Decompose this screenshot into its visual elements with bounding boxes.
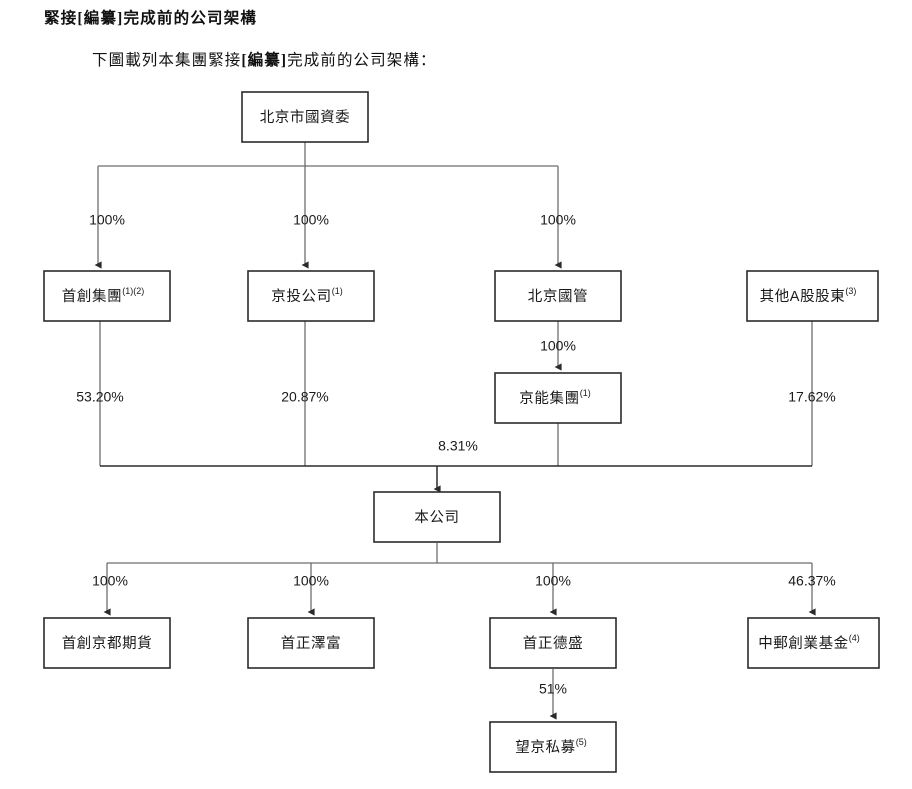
intro-paragraph: 下圖載列本集團緊接[編纂]完成前的公司架構： <box>92 48 437 70</box>
node-zefu[interactable]: 首正澤富 <box>247 617 375 669</box>
node-box[interactable] <box>494 270 622 322</box>
node-box[interactable] <box>489 617 617 669</box>
node-box[interactable] <box>489 721 617 773</box>
pct-company-desheng: 100% <box>535 573 571 589</box>
pct-desheng-wangjing: 51% <box>539 681 567 697</box>
connector-layer <box>94 142 816 720</box>
node-bjguoguan-label: 北京國管 <box>528 288 588 305</box>
node-box[interactable] <box>43 270 171 322</box>
pct-jingtou-company: 20.87% <box>281 389 328 405</box>
pct-sasac-jingtou: 100% <box>293 212 329 228</box>
node-desheng-label: 首正德盛 <box>523 635 583 652</box>
pct-bjguoguan-jingneng: 100% <box>540 338 576 354</box>
pct-otherA-company: 17.62% <box>788 389 835 405</box>
node-sasac-label: 北京市國資委 <box>260 109 351 126</box>
node-box[interactable] <box>746 270 879 322</box>
node-jingtou-label: 京投公司(1) <box>271 286 342 304</box>
node-other-a-shareholders[interactable]: 其他A股股東(3) <box>746 270 879 322</box>
pct-jingneng-company: 8.31% <box>438 438 478 454</box>
node-jingdu-futures[interactable]: 首創京都期貨 <box>43 617 171 669</box>
node-desheng[interactable]: 首正德盛 <box>489 617 617 669</box>
node-wangjing-fund-label: 望京私募(5) <box>515 737 586 755</box>
node-box[interactable] <box>43 617 171 669</box>
pct-sasac-shouchuang: 100% <box>89 212 125 228</box>
pct-shouchuang-company: 53.20% <box>76 389 123 405</box>
node-zhongyou-fund[interactable]: 中郵創業基金(4) <box>747 617 880 669</box>
node-box[interactable] <box>494 372 622 424</box>
node-company-label: 本公司 <box>414 509 459 526</box>
node-jingneng-label: 京能集團(1) <box>519 388 590 406</box>
node-bjguoguan[interactable]: 北京國管 <box>494 270 622 322</box>
intro-bold-term: [編纂] <box>241 52 288 69</box>
node-box[interactable] <box>747 617 880 669</box>
node-zhongyou-fund-label: 中郵創業基金(4) <box>758 633 860 651</box>
node-box[interactable] <box>373 491 501 543</box>
pct-company-zefu: 100% <box>293 573 329 589</box>
pct-company-zhongyou: 46.37% <box>788 573 835 589</box>
node-zefu-label: 首正澤富 <box>281 634 341 652</box>
intro-before: 下圖載列本集團緊接 <box>92 52 242 69</box>
pct-sasac-bjguoguan: 100% <box>540 212 576 228</box>
node-jingneng[interactable]: 京能集團(1) <box>494 372 622 424</box>
node-sasac[interactable]: 北京市國資委 <box>241 91 369 143</box>
node-box[interactable] <box>247 617 375 669</box>
node-box[interactable] <box>241 91 369 143</box>
node-shouchuang-label: 首創集團(1)(2) <box>62 286 144 304</box>
node-layer: 北京市國資委 首創集團(1)(2) 京投公司(1) 北京國管 其他A股股東(3)… <box>43 91 880 773</box>
node-other-a-shareholders-label: 其他A股股東(3) <box>760 286 857 304</box>
node-box[interactable] <box>247 270 375 322</box>
node-shouchuang[interactable]: 首創集團(1)(2) <box>43 270 171 322</box>
intro-after: 完成前的公司架構： <box>287 52 437 69</box>
node-jingtou[interactable]: 京投公司(1) <box>247 270 375 322</box>
pct-company-jingdu: 100% <box>92 573 128 589</box>
node-wangjing-fund[interactable]: 望京私募(5) <box>489 721 617 773</box>
node-jingdu-futures-label: 首創京都期貨 <box>62 635 153 652</box>
page-title: 緊接[編纂]完成前的公司架構 <box>44 10 258 27</box>
percentage-layer: 100% 100% 100% 100% 53.20% 20.87% 8.31% … <box>76 212 835 697</box>
node-company[interactable]: 本公司 <box>373 491 501 543</box>
